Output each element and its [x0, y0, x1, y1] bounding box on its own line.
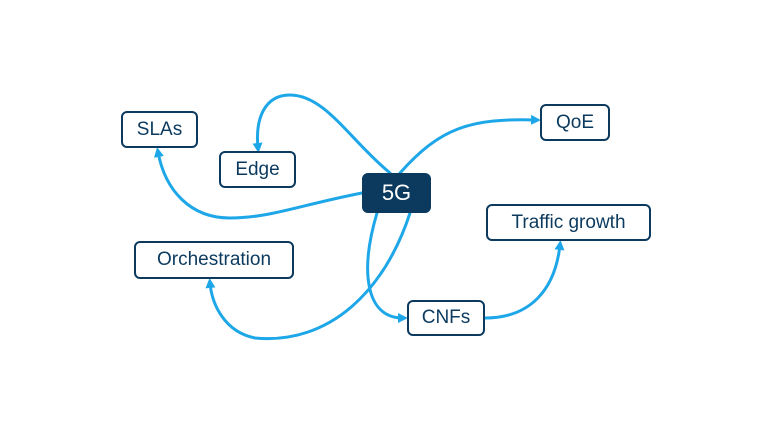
node-5g-center: 5G: [362, 173, 431, 213]
connector-5g-to-qoe: [398, 114, 541, 175]
connector-5g-to-orchestration: [205, 211, 412, 341]
node-5g-label: 5G: [381, 180, 412, 205]
node-traffic-growth: Traffic growth: [486, 204, 651, 241]
connector-cnfs-to-traffic-growth: [483, 240, 565, 320]
connector-5g-to-slas: [153, 147, 364, 220]
node-orchestration: Orchestration: [134, 241, 294, 279]
node-edge-label: Edge: [235, 158, 280, 180]
node-traffic-growth-label: Traffic growth: [511, 211, 626, 233]
node-cnfs-label: CNFs: [421, 307, 471, 328]
connector-5g-to-edge: [252, 93, 392, 175]
node-slas: SLAs: [121, 111, 198, 148]
node-slas-label: SLAs: [136, 118, 183, 140]
node-edge: Edge: [219, 151, 296, 188]
node-cnfs: CNFs: [407, 300, 485, 336]
node-qoe: QoE: [540, 104, 610, 141]
node-qoe-label: QoE: [555, 111, 595, 133]
node-orchestration-label: Orchestration: [156, 249, 272, 270]
connector-5g-to-cnfs: [366, 211, 408, 323]
